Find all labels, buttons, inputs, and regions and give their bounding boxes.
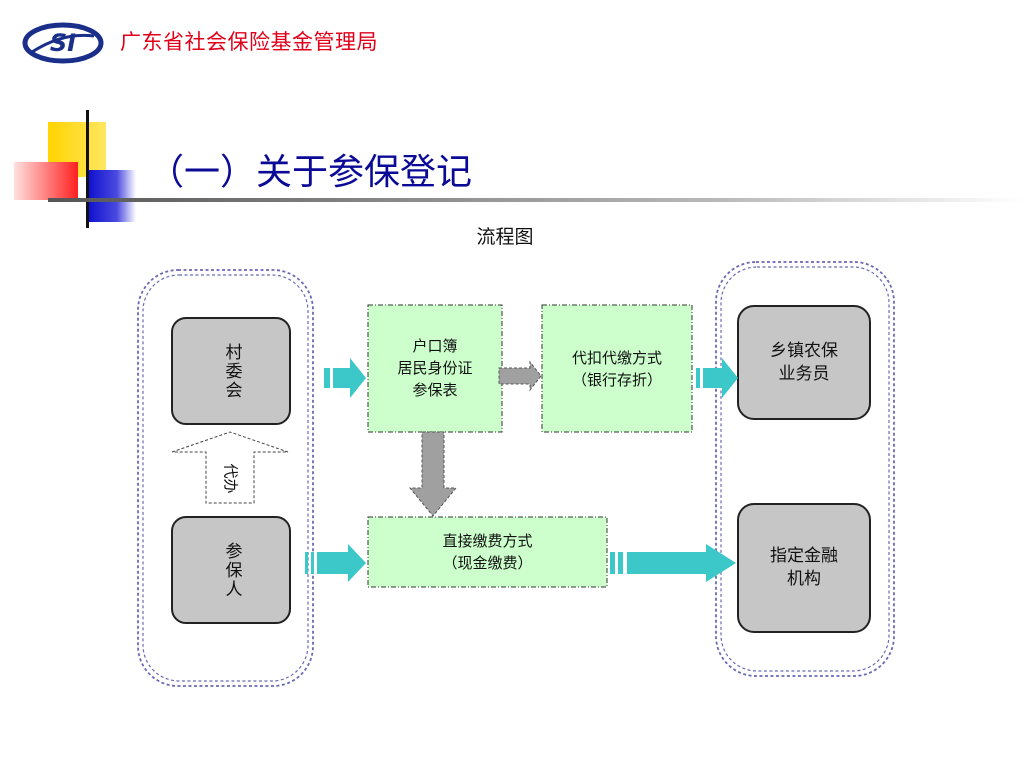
si-swoosh-logo-icon: SI [22, 22, 104, 64]
arrow-documents-to-bank [498, 360, 542, 392]
arrow-village-to-documents [324, 358, 366, 398]
proxy-label-text: 代办 [221, 462, 240, 494]
documents-label: 户口簿 居民身份证 参保表 [397, 337, 473, 399]
title-decoration [14, 110, 1024, 228]
node-village-committee [171, 317, 291, 425]
node-cash-payment [367, 516, 608, 588]
node-town-officer [737, 305, 871, 420]
cash-payment-label: 直接缴费方式 （现金缴费） [442, 532, 533, 572]
town-officer-label: 乡镇农保 业务员 [770, 341, 838, 384]
left-group-container [137, 269, 314, 687]
svg-text:SI: SI [50, 29, 76, 57]
proxy-label: 代办 [206, 453, 254, 503]
financial-institution-label: 指定金融 机构 [770, 546, 838, 589]
arrow-documents-to-cash [408, 431, 458, 517]
diagram-caption: 流程图 [476, 226, 534, 248]
right-group-container [715, 261, 895, 677]
arrow-insured-to-cash [305, 544, 366, 582]
bank-deduction-label: 代扣代缴方式 （银行存折） [571, 348, 662, 389]
arrow-cash-to-institution [610, 544, 736, 582]
insured-person-label: 参保人 [221, 541, 242, 599]
node-insured-person [171, 516, 291, 624]
arrow-bank-to-officer [696, 358, 738, 398]
proxy-up-arrow [171, 431, 289, 504]
node-bank-deduction [541, 304, 693, 433]
village-committee-label: 村委会 [221, 342, 242, 400]
section-title: （一）关于参保登记 [148, 152, 473, 193]
organization-name: 广东省社会保险基金管理局 [120, 30, 378, 54]
node-documents [367, 304, 503, 433]
node-financial-institution [737, 503, 871, 633]
